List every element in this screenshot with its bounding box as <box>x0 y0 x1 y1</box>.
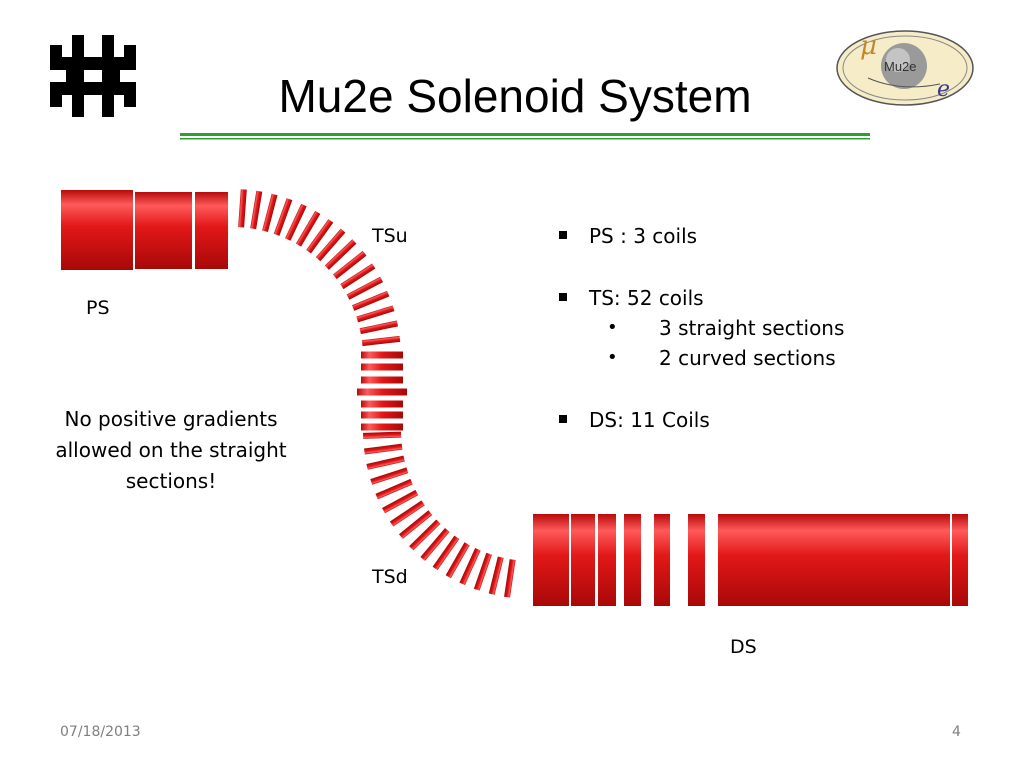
ts-coil-6 <box>295 210 321 247</box>
mu2e-logo-text: Mu2e <box>884 59 917 74</box>
sub-bullet-text: 3 straight sections <box>659 316 845 340</box>
ts-coil-16 <box>361 335 401 347</box>
ts-coil-38 <box>488 556 504 595</box>
ts-coil-24 <box>362 431 402 439</box>
ts-coil-36 <box>459 548 481 586</box>
slide-title: Mu2e Solenoid System <box>278 70 752 122</box>
ts-coil-25 <box>363 443 403 455</box>
bullet-ts: TS: 52 coils <box>555 283 955 313</box>
ts-coil-11 <box>340 263 376 290</box>
fermilab-logo <box>50 35 136 117</box>
bullet-ps: PS : 3 coils <box>555 221 955 251</box>
dot-bullet-icon: • <box>607 317 618 338</box>
sub-bullet-text: 2 curved sections <box>659 346 836 370</box>
ts-coil-39 <box>504 559 516 598</box>
ts-coil-34 <box>432 535 460 571</box>
ts-coil-23 <box>361 423 403 431</box>
dot-bullet-icon: • <box>607 347 618 368</box>
label-ds: DS <box>730 636 757 658</box>
bullet-text: TS: 52 coils <box>589 286 704 310</box>
sub-bullet-straight: • 3 straight sections <box>555 313 955 343</box>
ds-coils <box>533 514 968 606</box>
label-tsd: TSd <box>372 566 408 588</box>
ts-coil-32 <box>409 519 441 551</box>
ds-coil-2 <box>571 514 595 606</box>
ds-coil-4 <box>624 514 641 606</box>
gradient-note: No positive gradients allowed on the str… <box>55 407 287 493</box>
ts-coil-1 <box>238 189 247 228</box>
ts-coil-26 <box>366 455 405 470</box>
ts-coil-2 <box>250 190 263 230</box>
ds-coil-6 <box>688 514 705 606</box>
bullet-ds: DS: 11 Coils <box>555 405 955 435</box>
ts-coil-4 <box>273 198 293 236</box>
ts-coil-17 <box>361 351 403 359</box>
ts-coil-3 <box>262 193 278 232</box>
ts-coil-19 <box>361 376 403 384</box>
ps-coil-1 <box>61 190 133 270</box>
square-bullet-icon <box>559 415 567 423</box>
bullet-text: PS : 3 coils <box>589 224 698 248</box>
ts-coil-18 <box>361 363 403 371</box>
ts-coil-27 <box>370 467 409 485</box>
ts-coil-33 <box>420 527 450 561</box>
ts-coil-22 <box>361 411 403 419</box>
square-bullet-icon <box>559 231 567 239</box>
ts-coil-9 <box>324 239 357 270</box>
ts-coil-13 <box>351 290 390 311</box>
e-symbol: e <box>937 77 950 102</box>
ts-coil-28 <box>375 478 413 500</box>
ts-coil-37 <box>473 552 492 591</box>
ds-coil-7 <box>718 514 950 606</box>
ts-coil-21 <box>361 400 403 408</box>
ds-coil-3 <box>598 514 616 606</box>
bullet-text: DS: 11 Coils <box>589 408 710 432</box>
ps-coils <box>61 190 228 270</box>
ts-coil-20 <box>357 388 407 396</box>
ds-coil-1 <box>533 514 569 606</box>
ds-coil-5 <box>654 514 670 606</box>
ds-coil-8 <box>952 514 968 606</box>
ts-coils <box>238 189 516 598</box>
ts-coil-30 <box>389 500 425 527</box>
ts-coil-8 <box>315 228 346 262</box>
ts-coil-5 <box>285 203 307 241</box>
square-bullet-icon <box>559 293 567 301</box>
ts-coil-10 <box>332 250 367 280</box>
label-ps: PS <box>86 297 110 319</box>
ts-coil-31 <box>398 510 433 539</box>
ts-coil-35 <box>445 542 470 579</box>
mu2e-logo: μ Mu2e e <box>836 30 974 106</box>
sub-bullet-curved: • 2 curved sections <box>555 343 955 373</box>
ps-coil-2 <box>135 192 192 269</box>
ts-coil-29 <box>382 489 419 514</box>
label-tsu: TSu <box>372 225 408 247</box>
mu-symbol: μ <box>860 31 877 61</box>
ps-coil-3 <box>195 192 228 269</box>
bullet-list: PS : 3 coils TS: 52 coils • 3 straight se… <box>555 221 955 435</box>
footer-date: 07/18/2013 <box>60 724 141 740</box>
ts-coil-12 <box>346 276 384 300</box>
footer-page-number: 4 <box>952 724 961 740</box>
ts-coil-15 <box>359 320 399 335</box>
title-divider <box>180 133 870 140</box>
ts-coil-7 <box>306 219 334 254</box>
ts-coil-14 <box>356 305 395 323</box>
